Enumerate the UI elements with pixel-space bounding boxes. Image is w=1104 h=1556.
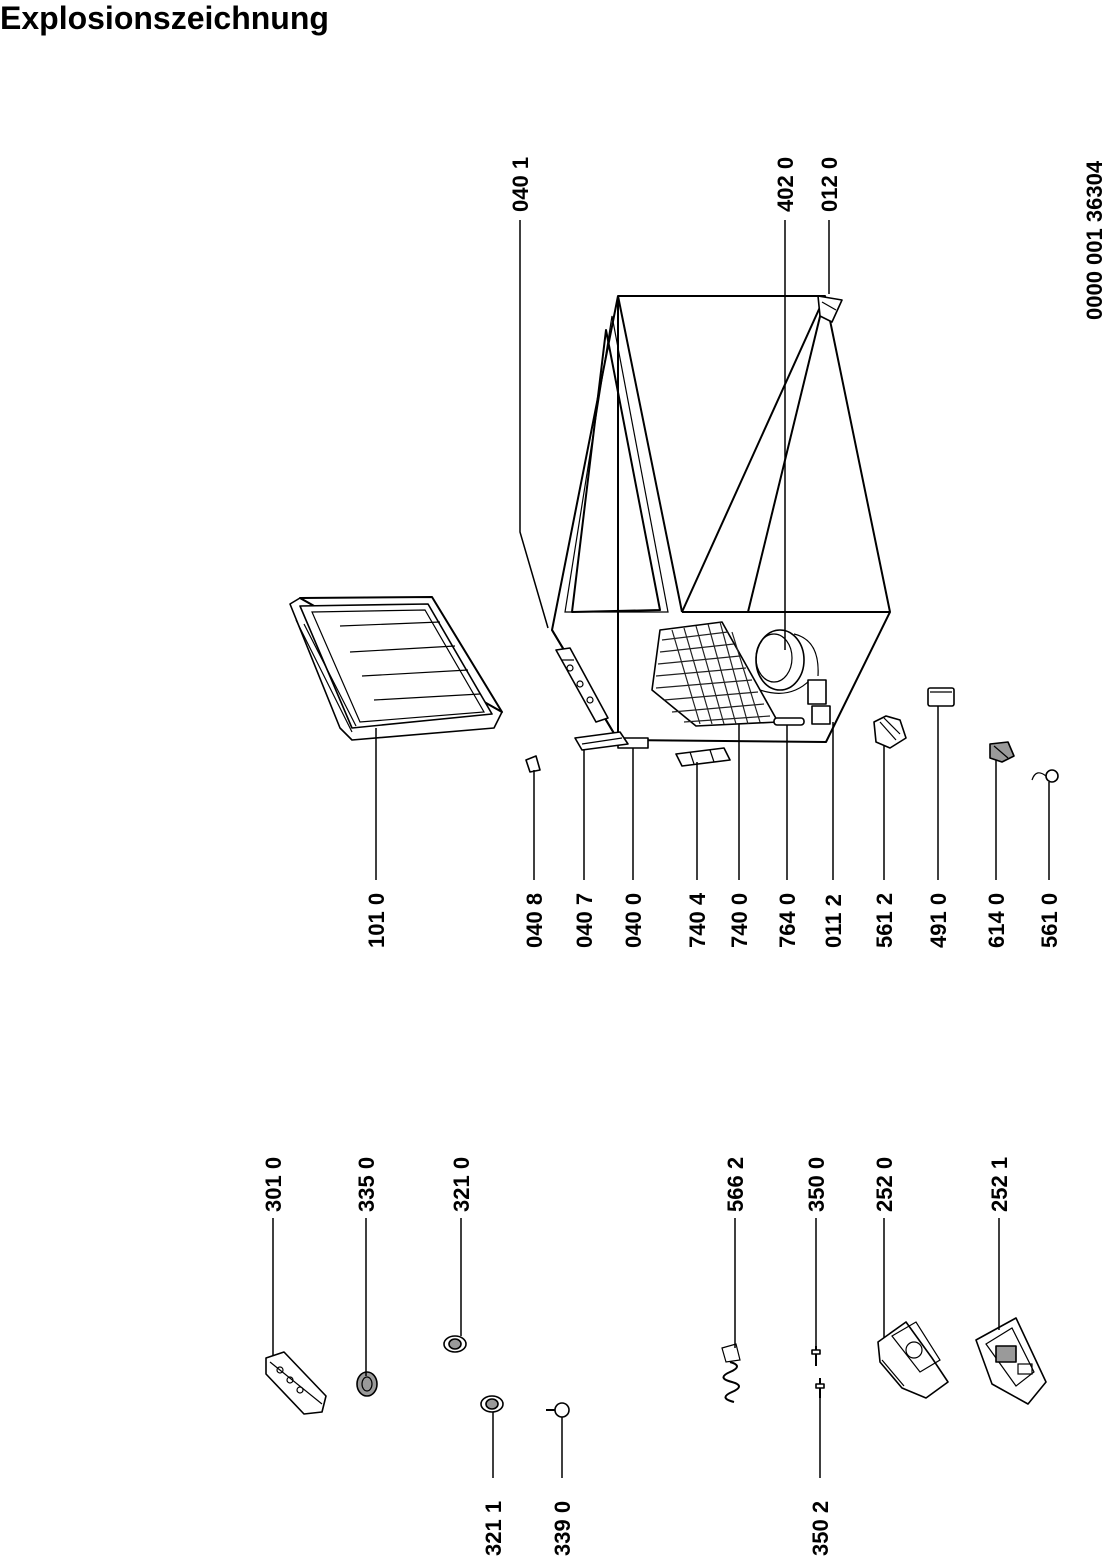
part-label-321-0: 321 0	[449, 1157, 474, 1212]
part-label-040-1: 040 1	[508, 157, 533, 212]
part-label-561-2: 561 2	[872, 893, 897, 948]
part-label-740-4: 740 4	[685, 892, 710, 948]
cabinet-drawing	[551, 295, 891, 749]
page-title: Explosionszeichnung	[0, 0, 329, 36]
part-label-335-0: 335 0	[354, 1157, 379, 1212]
part-label-350-0: 350 0	[804, 1157, 829, 1212]
part-label-491-0: 491 0	[926, 893, 951, 948]
part-label-252-1: 252 1	[987, 1157, 1012, 1212]
part-label-040-8: 040 8	[522, 893, 547, 948]
small-parts-right	[525, 687, 1059, 783]
part-label-040-0: 040 0	[621, 893, 646, 948]
part-labels: 301 0 335 0 321 0 321 1 339 0 566 2 350 …	[261, 157, 1062, 1556]
part-label-614-0: 614 0	[984, 893, 1009, 948]
part-label-012-0: 012 0	[817, 157, 842, 212]
part-label-561-0: 561 0	[1037, 893, 1062, 948]
leader-lines	[272, 220, 1050, 1478]
part-label-301-0: 301 0	[261, 1157, 286, 1212]
part-label-321-1: 321 1	[481, 1501, 506, 1556]
part-label-101-0: 101 0	[364, 893, 389, 948]
part-label-350-2: 350 2	[808, 1501, 833, 1556]
part-label-566-2: 566 2	[723, 1157, 748, 1212]
part-label-011-2: 011 2	[821, 894, 846, 948]
part-label-252-0: 252 0	[872, 1157, 897, 1212]
document-code: 0000 001 36304	[1082, 160, 1104, 320]
small-parts-left	[265, 1317, 1047, 1418]
lid-drawing	[289, 596, 503, 741]
part-label-764-0: 764 0	[775, 893, 800, 948]
part-label-402-0: 402 0	[773, 157, 798, 212]
part-label-339-0: 339 0	[550, 1501, 575, 1556]
part-label-040-7: 040 7	[572, 893, 597, 948]
part-label-740-0: 740 0	[727, 893, 752, 948]
